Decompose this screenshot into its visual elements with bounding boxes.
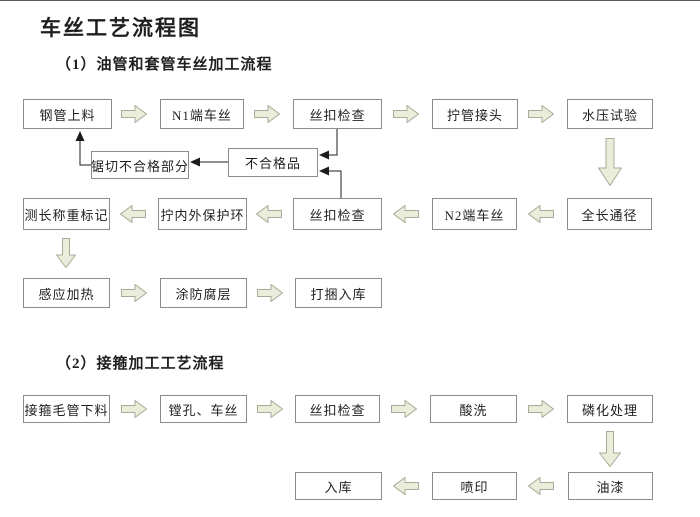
flow-box-painting: 油漆 (568, 472, 653, 500)
connector-inspection1-to-defective (329, 129, 338, 156)
arrow-left-icon (393, 205, 419, 223)
arrow-left-icon (256, 205, 282, 223)
flow-box-thread-inspection-2: 丝扣检查 (293, 198, 382, 230)
arrow-right-icon (121, 284, 147, 302)
arrow-right-icon (257, 284, 283, 302)
arrow-left-icon (393, 477, 419, 495)
flow-box-anticorrosive-coating: 涂防腐层 (160, 278, 247, 308)
flow-box-ink-printing: 喷印 (432, 472, 517, 500)
flow-box-boring-threading: 镗孔、车丝 (160, 395, 247, 423)
arrow-right-icon (257, 400, 283, 418)
connector-sawcut-to-feeding (79, 141, 91, 166)
flow-box-full-length-drift: 全长通径 (567, 198, 652, 230)
section-2-heading: （2）接箍加工工艺流程 (56, 356, 225, 372)
arrow-right-icon (254, 105, 280, 123)
arrow-left-icon (528, 205, 554, 223)
flow-box-phosphating: 磷化处理 (567, 395, 653, 423)
arrow-left-icon (528, 477, 554, 495)
flow-box-coupling-blank-cutting: 接箍毛管下料 (23, 395, 110, 423)
arrow-right-icon (121, 105, 147, 123)
flow-box-length-weight-marking: 测长称重标记 (23, 198, 110, 230)
arrowhead-left-icon (190, 157, 200, 167)
arrow-down-icon (598, 138, 622, 186)
flow-box-hydrostatic-test: 水压试验 (567, 99, 653, 129)
arrow-right-icon (393, 105, 419, 123)
arrow-down-icon (56, 238, 76, 268)
section-1-heading: （1）油管和套管车丝加工流程 (56, 57, 273, 73)
arrowhead-left-icon (319, 150, 329, 160)
flow-box-induction-heating: 感应加热 (23, 278, 110, 308)
flow-box-n2-end-threading: N2端车丝 (432, 198, 517, 230)
top-edge-divider (0, 0, 700, 1)
flow-box-thread-inspection-1: 丝扣检查 (293, 99, 382, 129)
flow-box-storage: 入库 (295, 472, 382, 500)
flow-box-protector-ring-fitting: 拧内外保护环 (158, 198, 247, 230)
flow-box-acid-pickling: 酸洗 (430, 395, 517, 423)
arrowhead-up-icon (75, 131, 85, 141)
arrow-left-icon (120, 205, 146, 223)
page-title: 车丝工艺流程图 (40, 16, 201, 40)
flow-box-steel-pipe-feeding: 钢管上料 (23, 99, 112, 129)
flow-box-bundling-storage: 打捆入库 (295, 278, 382, 308)
arrow-right-icon (121, 400, 147, 418)
arrow-down-icon (599, 431, 621, 467)
arrowhead-left-icon (319, 166, 329, 176)
flow-box-defective-product: 不合格品 (228, 148, 318, 177)
arrow-right-icon (528, 400, 554, 418)
flow-box-saw-cut-defective-part: 锯切不合格部分 (91, 151, 189, 179)
flow-box-thread-inspection-3: 丝扣检查 (295, 395, 380, 423)
arrow-right-icon (528, 105, 554, 123)
flow-box-n1-end-threading: N1端车丝 (160, 99, 244, 129)
connector-inspection2-to-defective (329, 170, 342, 198)
flow-box-joint-tightening: 拧管接头 (432, 99, 518, 129)
arrow-right-icon (391, 400, 417, 418)
